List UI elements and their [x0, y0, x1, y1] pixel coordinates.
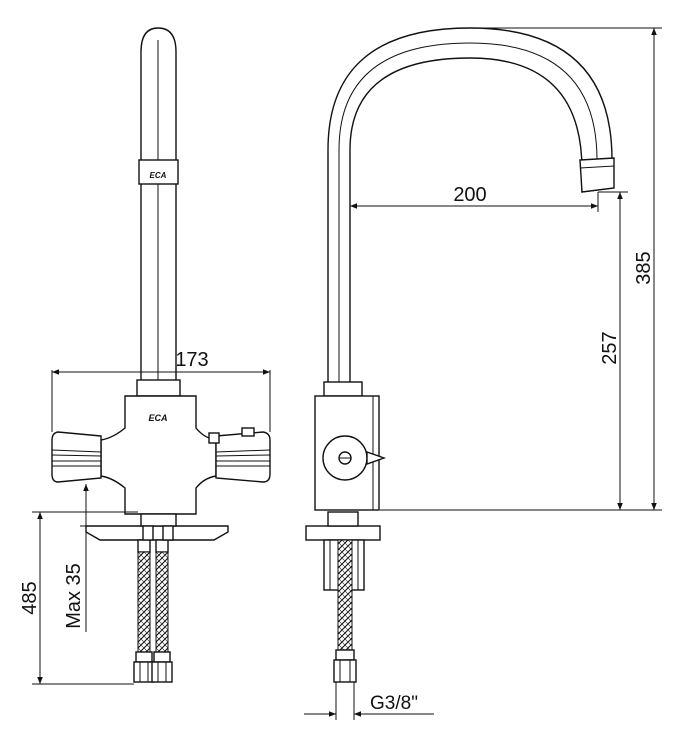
side-collar: [323, 381, 363, 397]
front-body-logo: ECA: [148, 413, 167, 423]
dim-173: 173: [175, 349, 208, 371]
front-spout-logo: ECA: [150, 171, 167, 180]
front-right-button: [208, 432, 220, 444]
front-deck-plate: [85, 525, 229, 541]
front-hose-right: [155, 551, 169, 653]
front-body: [100, 395, 217, 515]
front-right-cap: [241, 427, 255, 437]
dim-385: 385: [633, 251, 655, 284]
side-hose: [337, 539, 353, 651]
front-view: ECA ECA: [19, 27, 271, 685]
dim-257: 257: [599, 331, 621, 364]
front-right-handle: [215, 431, 271, 483]
front-spout-collar: [136, 379, 181, 397]
side-hose-nut: [333, 659, 357, 683]
side-spout-tip: [579, 157, 615, 193]
dim-thread: G3/8": [370, 693, 418, 714]
dim-200: 200: [453, 184, 486, 206]
dim-max35: Max 35: [63, 563, 85, 629]
front-spout-band: [138, 159, 179, 185]
front-left-handle: [51, 431, 102, 483]
side-view: G3/8" 200 385 257: [304, 27, 662, 720]
dim-485: 485: [19, 581, 41, 614]
front-hose-left: [137, 551, 151, 653]
side-handle-lever: [366, 451, 387, 465]
front-hose-nut-right: [151, 661, 173, 683]
front-hose-nut-left: [133, 661, 155, 683]
front-deck-nut: [140, 513, 177, 527]
side-deck-plate: [305, 525, 381, 541]
